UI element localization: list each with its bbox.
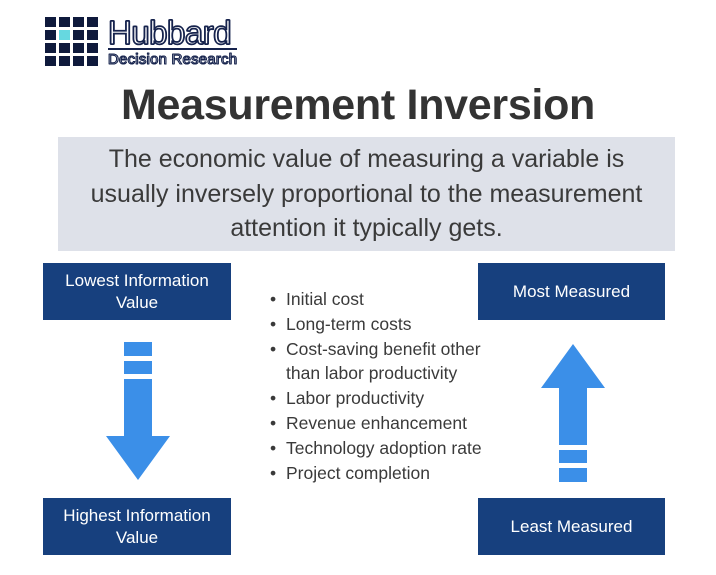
logo-grid-cell xyxy=(59,43,70,53)
logo-grid-cell xyxy=(45,43,56,53)
list-item: Revenue enhancement xyxy=(270,412,494,436)
logo-grid-cell xyxy=(87,43,98,53)
list-item: Long-term costs xyxy=(270,313,494,337)
logo-grid-cell-accent xyxy=(59,30,70,40)
logo-grid-cell xyxy=(59,17,70,27)
list-item: Project completion xyxy=(270,462,494,486)
logo-secondary-text: Decision Research xyxy=(107,50,238,68)
logo-divider xyxy=(108,48,238,50)
logo-grid-cell xyxy=(87,56,98,66)
arrow-up-icon xyxy=(537,342,609,482)
label-box-lowest-information-value: Lowest Information Value xyxy=(43,263,231,320)
logo-grid-cell xyxy=(45,56,56,66)
subtitle-panel: The economic value of measuring a variab… xyxy=(58,137,675,251)
list-item: Initial cost xyxy=(270,288,494,312)
label-box-most-measured: Most Measured xyxy=(478,263,665,320)
logo-grid-cell xyxy=(87,17,98,27)
logo-grid-cell xyxy=(73,30,84,40)
logo-grid-cell xyxy=(73,17,84,27)
label-box-least-measured: Least Measured xyxy=(478,498,665,555)
logo-wordmark: Hubbard Decision Research xyxy=(107,14,238,68)
list-item: Technology adoption rate xyxy=(270,437,494,461)
logo-grid-cell xyxy=(73,43,84,53)
subtitle-text: The economic value of measuring a variab… xyxy=(90,145,643,243)
logo-grid-cell xyxy=(45,17,56,27)
label-box-highest-information-value: Highest Information Value xyxy=(43,498,231,555)
arrow-down-icon xyxy=(102,342,174,482)
measurement-items-list: Initial cost Long-term costs Cost-saving… xyxy=(268,288,494,487)
page-title: Measurement Inversion xyxy=(120,81,596,129)
logo-grid-cell xyxy=(87,30,98,40)
list-item: Cost-saving benefit other than labor pro… xyxy=(270,338,494,386)
logo-grid-icon xyxy=(45,17,98,66)
logo-grid-cell xyxy=(59,56,70,66)
brand-logo: Hubbard Decision Research xyxy=(45,15,238,67)
logo-grid-cell xyxy=(73,56,84,66)
logo-grid-cell xyxy=(45,30,56,40)
list-item: Labor productivity xyxy=(270,387,494,411)
logo-primary-text: Hubbard xyxy=(107,14,232,51)
